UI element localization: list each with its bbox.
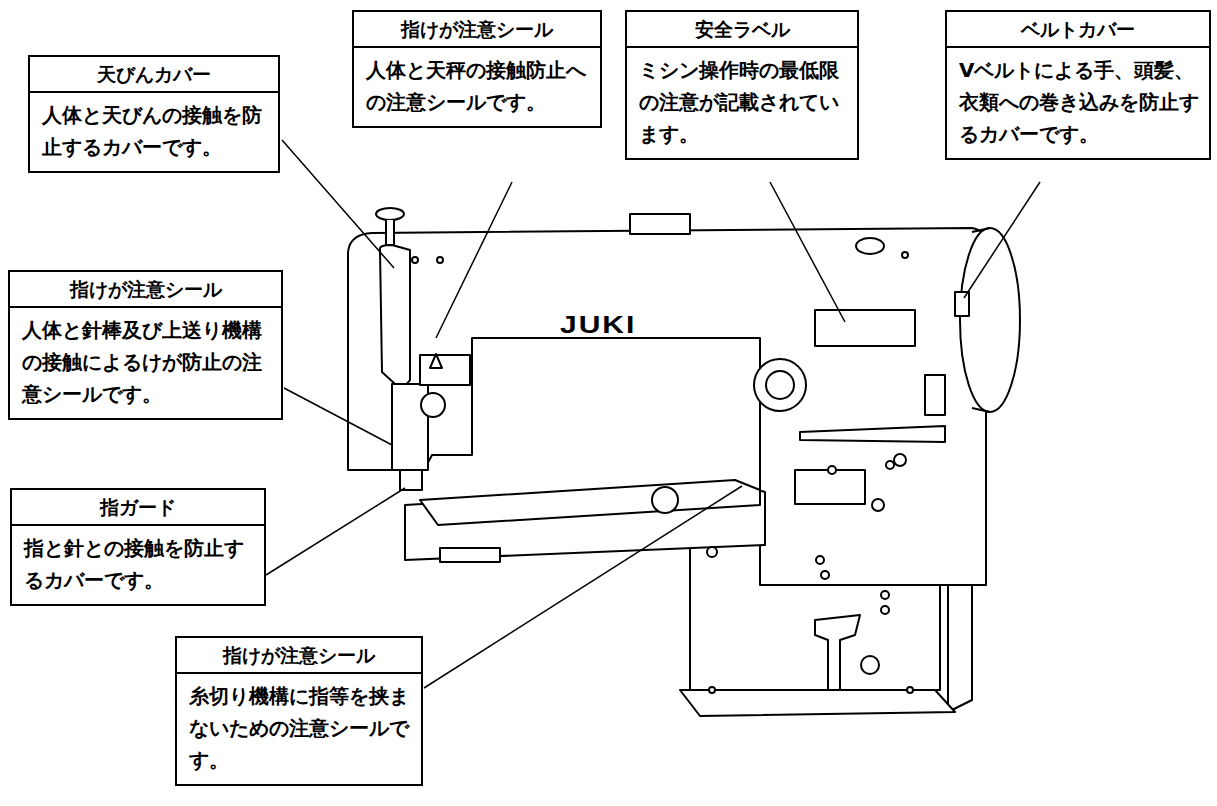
callout-box: 天びんカバー人体と天びんの接触を防止するカバーです。 [28,55,280,173]
machine-arm [348,228,986,585]
callout-body: Vベルトによる手、頭髪、衣類への巻き込みを防止するカバーです。 [947,48,1209,158]
callout-heading: 指けが注意シール [177,638,421,674]
bed-part [440,548,500,562]
bed-circle [652,487,678,513]
take-up-cover [380,245,410,385]
thread-guide [420,355,470,385]
spool-base [856,238,884,254]
callout-body: 糸切り機構に指等を挟まないための注意シールです。 [177,674,421,784]
stitch-dial [754,359,806,411]
reverse-lever [800,426,945,442]
callout-body: 人体と天秤の接触防止への注意シールです。 [354,48,600,126]
tension-knob [376,208,404,220]
finger-guard [400,470,422,490]
panel [795,470,865,504]
belt-cover-window [955,292,969,316]
callout-heading: ベルトカバー [947,12,1209,48]
callout-body: ミシン操作時の最低限の注意が記載されています。 [627,48,857,158]
tension-disc [421,393,445,417]
side-part [925,375,945,415]
callout-box: 指ガード指と針との接触を防止するカバーです。 [10,488,266,606]
hand-wheel-edge [972,228,990,412]
knob-stem [386,220,394,245]
throat-plate [420,480,760,525]
callout-box: 指けが注意シール人体と天秤の接触防止への注意シールです。 [352,10,602,128]
callout-heading: 安全ラベル [627,12,857,48]
top-part [630,214,690,234]
callout-body: 人体と天びんの接触を防止するカバーです。 [30,93,278,171]
base-rim [680,690,955,716]
screw-holes [412,252,913,693]
safety-label [815,310,915,346]
callout-box: 指けが注意シール人体と針棒及び上送り機構の接触によるけが防止の注意シールです。 [8,270,283,420]
callout-box: 指けが注意シール糸切り機構に指等を挟まないための注意シールです。 [175,636,423,786]
callout-heading: 指ガード [12,490,264,526]
stitch-dial-inner [766,371,794,399]
callout-box: 安全ラベルミシン操作時の最低限の注意が記載されています。 [625,10,859,160]
warning-triangle [430,354,442,368]
knee-lever [815,615,860,690]
callout-body: 人体と針棒及び上送り機構の接触によるけが防止の注意シールです。 [10,308,281,418]
brand-logo: JUKI [560,313,636,337]
callout-heading: 指けが注意シール [10,272,281,308]
callout-heading: 天びんカバー [30,57,278,93]
hand-wheel [960,228,1020,412]
needle-bar-area [392,384,428,470]
callout-heading: 指けが注意シール [354,12,600,48]
callout-box: ベルトカバーVベルトによる手、頭髪、衣類への巻き込みを防止するカバーです。 [945,10,1211,160]
leader-lines [266,140,1040,688]
callout-body: 指と針との接触を防止するカバーです。 [12,526,264,604]
